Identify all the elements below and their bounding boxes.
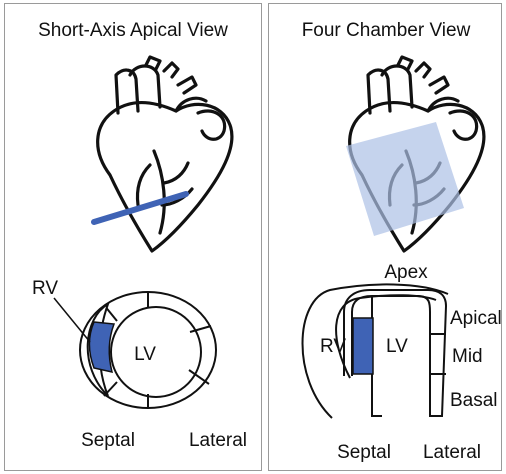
septal-wall-highlight bbox=[353, 318, 373, 374]
short-axis-plane-line bbox=[94, 194, 186, 222]
right-panel-title: Four Chamber View bbox=[302, 20, 471, 41]
lateral-label: Lateral bbox=[423, 442, 481, 463]
heart-icon bbox=[98, 57, 232, 251]
septal-label: Septal bbox=[81, 430, 135, 451]
lateral-label: Lateral bbox=[189, 430, 247, 451]
four-chamber-plane bbox=[346, 122, 464, 236]
rv-label: RV bbox=[32, 278, 58, 299]
basal-label: Basal bbox=[450, 390, 498, 411]
left-panel-title: Short-Axis Apical View bbox=[38, 20, 228, 41]
lv-label: LV bbox=[134, 344, 156, 365]
lv-label: LV bbox=[386, 336, 408, 357]
mid-label: Mid bbox=[452, 346, 483, 367]
apex-label: Apex bbox=[384, 262, 428, 283]
apical-label: Apical bbox=[450, 308, 502, 329]
septal-label: Septal bbox=[337, 442, 391, 463]
rv-pointer-line bbox=[54, 298, 90, 342]
rv-label: RV bbox=[320, 336, 346, 357]
